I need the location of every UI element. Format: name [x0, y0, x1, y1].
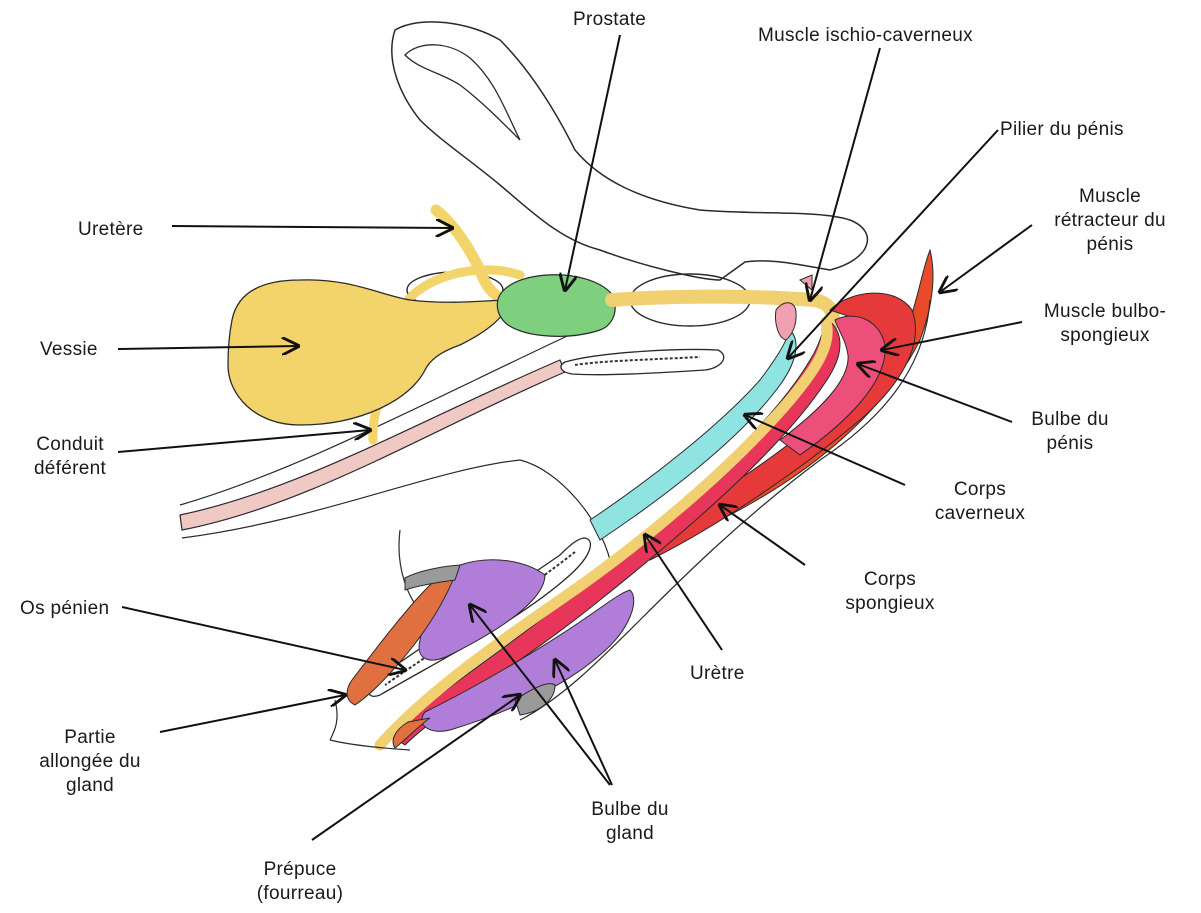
label-prepuce-line1: Prépuce: [240, 858, 360, 882]
arrow-corps-spongieux: [720, 505, 805, 565]
label-ischio-caverneux: Muscle ischio-caverneux: [758, 24, 973, 48]
label-retracteur-line1: Muscle: [1035, 185, 1185, 209]
label-partie-allongee-line2: allongée du: [25, 750, 155, 774]
ischio-pin: [800, 275, 812, 290]
label-bulbe-penis: Bulbe du pénis: [1015, 408, 1125, 456]
label-partie-allongee-line1: Partie: [25, 726, 155, 750]
label-partie-allongee-line3: gland: [25, 774, 155, 798]
label-retracteur-line3: pénis: [1035, 233, 1185, 257]
label-os-penien: Os pénien: [20, 597, 109, 621]
label-conduit-deferent: Conduit déférent: [20, 433, 120, 481]
label-prepuce-line2: (fourreau): [240, 882, 360, 906]
prostate: [497, 275, 615, 337]
label-bulbospongieux-line2: spongieux: [1030, 324, 1180, 348]
label-corps-spongieux-line1: Corps: [835, 568, 945, 592]
arrow-retracteur: [940, 225, 1032, 292]
label-conduit-line1: Conduit: [20, 433, 120, 457]
label-bulbe-gland-line1: Bulbe du: [575, 798, 685, 822]
arrows: [118, 35, 1032, 840]
label-bulbospongieux-line1: Muscle bulbo-: [1030, 300, 1180, 324]
pelvic-urethra: [612, 297, 833, 330]
label-prepuce: Prépuce (fourreau): [240, 858, 360, 906]
arrow-ischio: [810, 48, 880, 300]
label-corps-spongieux-line2: spongieux: [835, 592, 945, 616]
label-conduit-line2: déférent: [20, 457, 120, 481]
label-pilier-penis: Pilier du pénis: [1000, 118, 1124, 142]
label-partie-allongee: Partie allongée du gland: [25, 726, 155, 798]
label-ureter: Uretère: [78, 218, 143, 242]
label-vessie: Vessie: [40, 338, 98, 362]
label-retracteur: Muscle rétracteur du pénis: [1035, 185, 1185, 257]
label-bulbe-penis-line2: pénis: [1015, 432, 1125, 456]
arrow-os-penien: [122, 607, 405, 670]
label-prostate: Prostate: [573, 8, 646, 32]
arrow-conduit: [118, 430, 370, 452]
ureter: [436, 210, 505, 300]
label-bulbe-gland: Bulbe du gland: [575, 798, 685, 846]
label-bulbe-gland-line2: gland: [575, 822, 685, 846]
accessory-gland: [561, 350, 724, 375]
pelvis-inner: [405, 45, 520, 140]
label-corps-caverneux-line1: Corps: [925, 478, 1035, 502]
label-bulbe-penis-line1: Bulbe du: [1015, 408, 1125, 432]
label-corps-caverneux-line2: caverneux: [925, 502, 1035, 526]
arrow-bulbe-gland-2: [555, 660, 612, 785]
label-retracteur-line2: rétracteur du: [1035, 209, 1185, 233]
label-corps-caverneux: Corps caverneux: [925, 478, 1035, 526]
label-corps-spongieux: Corps spongieux: [835, 568, 945, 616]
label-bulbospongieux: Muscle bulbo- spongieux: [1030, 300, 1180, 348]
arrow-ureter: [172, 226, 452, 228]
arrow-prostate: [565, 35, 620, 290]
label-uretre: Urètre: [690, 662, 745, 686]
arrow-partie-allongee: [160, 695, 345, 732]
